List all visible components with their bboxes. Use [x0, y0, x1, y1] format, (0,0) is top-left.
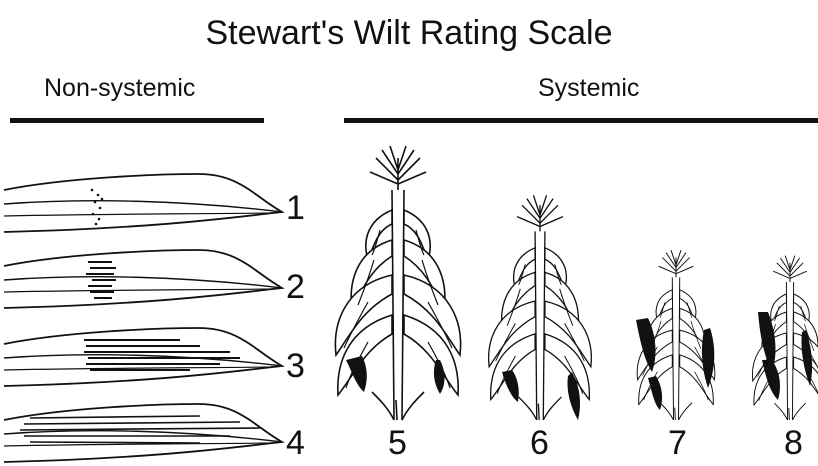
plant-rating-6 — [489, 195, 592, 420]
leaf-rating-1 — [4, 174, 282, 232]
rating-number-8: 8 — [784, 426, 803, 460]
rating-number-7: 7 — [668, 426, 687, 460]
rating-number-3: 3 — [286, 349, 305, 383]
plant-rating-7 — [636, 250, 715, 420]
rating-number-6: 6 — [530, 426, 549, 460]
plant-rating-8 — [752, 256, 818, 420]
plant-rating-5 — [335, 146, 460, 420]
rating-number-5: 5 — [388, 426, 407, 460]
rating-number-2: 2 — [286, 270, 305, 304]
rating-number-4: 4 — [286, 426, 305, 460]
rating-number-1: 1 — [286, 191, 305, 225]
leaf-rating-4 — [4, 404, 282, 462]
leaf-rating-3 — [4, 328, 282, 386]
leaf-rating-2 — [4, 250, 282, 308]
